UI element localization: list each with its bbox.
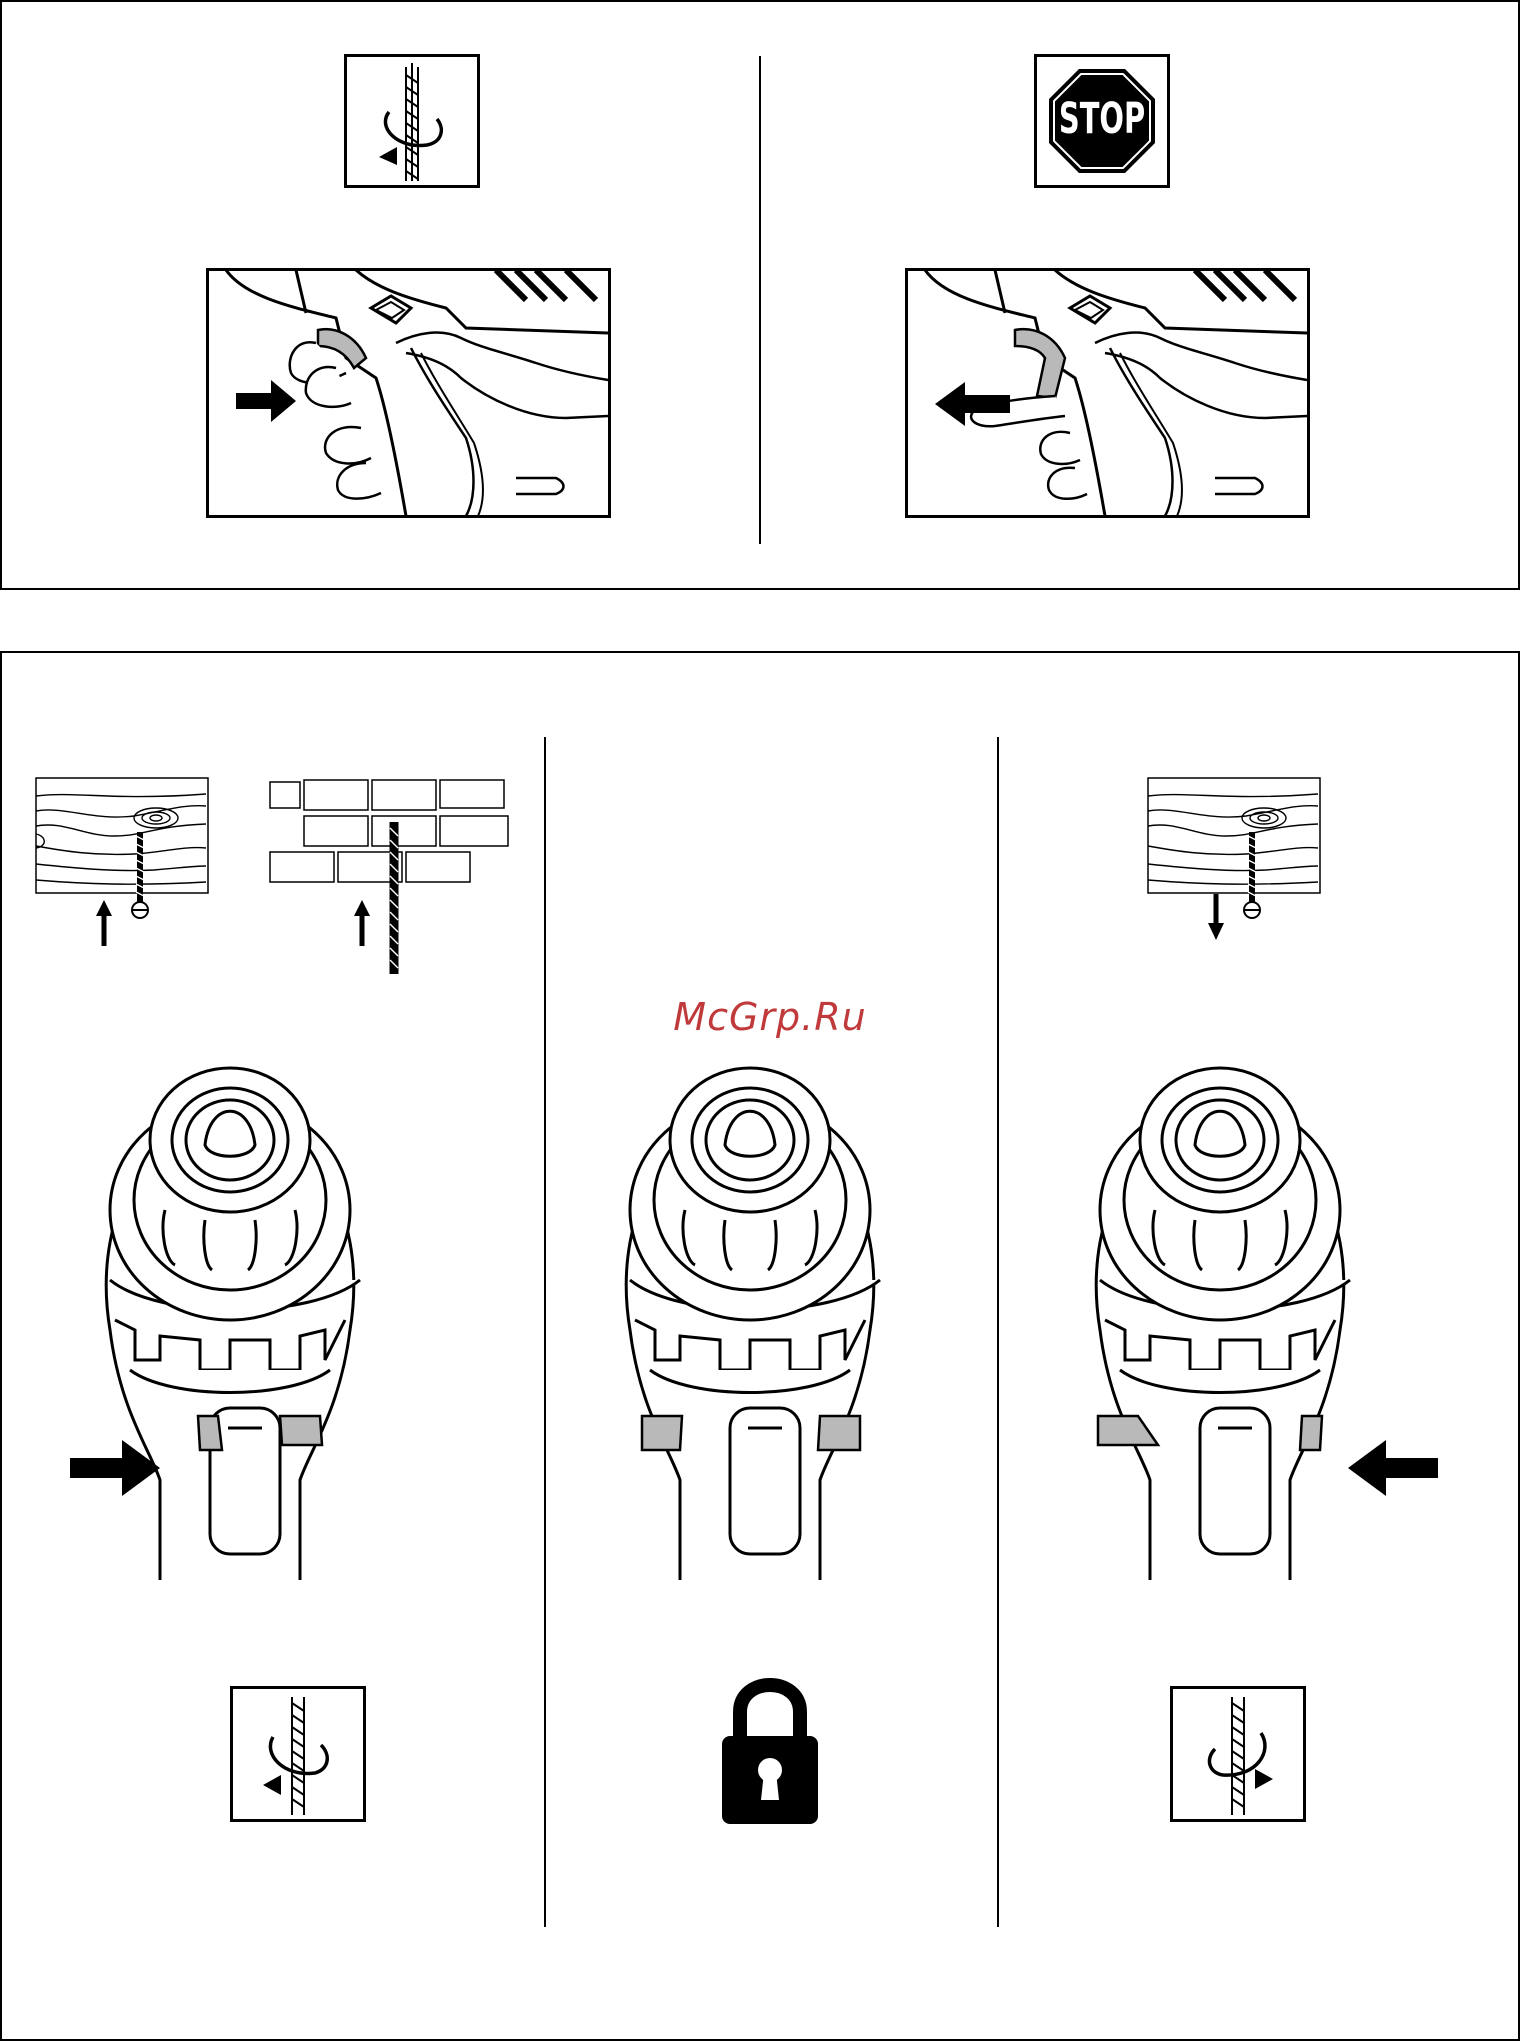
direction-switch-left <box>1098 1416 1158 1445</box>
arrow-up-icon <box>354 900 370 946</box>
drill-bit-icon <box>406 63 418 181</box>
direction-switch-right <box>818 1416 860 1450</box>
bottom-divider-left <box>544 737 546 1927</box>
drill-top-view-left <box>60 1040 420 1580</box>
arrow-left-icon <box>1348 1440 1438 1496</box>
clockwise-drill-bit-icon <box>230 1686 366 1822</box>
rotation-forward-icon <box>344 54 480 188</box>
drill-top-view-right <box>1050 1040 1450 1580</box>
direction-switch-right <box>280 1416 322 1445</box>
direction-switch-left <box>198 1416 222 1450</box>
counterclockwise-drill-bit-icon <box>1170 1686 1306 1822</box>
arrow-down-icon <box>1208 894 1224 940</box>
direction-switch-right <box>1300 1416 1322 1450</box>
top-divider <box>759 56 761 544</box>
direction-switch-left <box>642 1416 682 1450</box>
lock-icon <box>718 1668 822 1828</box>
arrow-up-icon <box>96 900 112 946</box>
stop-sign-box: STOP <box>1034 54 1170 188</box>
wood-screw-icon <box>1146 776 1322 946</box>
trigger-press-illustration <box>206 268 611 518</box>
wood-screw-icon <box>34 776 210 946</box>
watermark: McGrp.Ru <box>660 995 880 1039</box>
drill-bit <box>390 822 398 974</box>
stop-sign-text: STOP <box>1059 93 1145 143</box>
drill-top-view-center <box>580 1040 940 1580</box>
brick-drill-icon <box>268 778 510 978</box>
bottom-divider-right <box>997 737 999 1927</box>
trigger-release-illustration <box>905 268 1310 518</box>
